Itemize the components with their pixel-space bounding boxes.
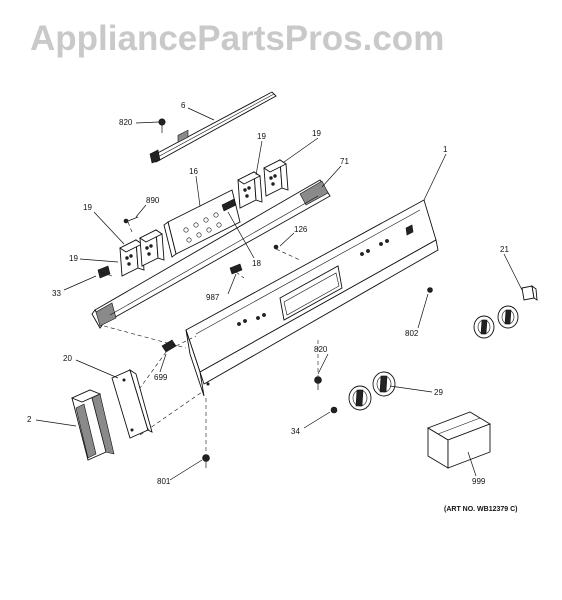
part-19-switch-right-b (263, 159, 289, 197)
label-part-6: 6 (181, 101, 186, 110)
label-part-802: 802 (405, 329, 419, 338)
label-part-2: 2 (27, 415, 32, 424)
label-part-890: 890 (146, 196, 160, 205)
watermark-text: AppliancePartsPros.com (30, 19, 444, 58)
part-6-trim-strip (149, 91, 277, 164)
leader-lines (35, 107, 523, 481)
part-number-labels: 6 820 19 19 16 71 890 19 19 1 126 18 33 … (27, 101, 509, 486)
label-part-33: 33 (52, 289, 61, 298)
label-part-801: 801 (157, 477, 171, 486)
label-part-21: 21 (500, 245, 509, 254)
part-33-clip (97, 265, 111, 279)
part-699-clip (161, 339, 177, 353)
part-2-end-cap (70, 389, 115, 461)
part-820-screw-top (158, 118, 166, 133)
label-part-699: 699 (154, 373, 168, 382)
label-part-16: 16 (189, 167, 198, 176)
label-part-20: 20 (63, 354, 72, 363)
label-part-987: 987 (206, 293, 220, 302)
label-part-29: 29 (434, 388, 443, 397)
label-part-19-d: 19 (69, 254, 78, 263)
part-820-screw-mid (314, 376, 322, 390)
label-part-126: 126 (294, 225, 308, 234)
part-20-bracket (111, 368, 153, 439)
part-890-screw (123, 216, 139, 224)
label-part-19-a: 19 (257, 132, 266, 141)
part-71-bracket (91, 179, 331, 329)
art-number-caption: (ART NO. WB12379 C) (444, 506, 518, 513)
label-part-71: 71 (340, 157, 349, 166)
label-part-19-b: 19 (312, 129, 321, 138)
part-1-control-panel (185, 199, 439, 397)
part-802-screw (427, 287, 433, 293)
label-part-820-mid: 820 (314, 345, 328, 354)
part-knob-pair-right (473, 305, 519, 339)
part-34-screw (330, 406, 338, 414)
part-126-screw (273, 244, 279, 250)
label-part-19-c: 19 (83, 203, 92, 212)
part-16-control-board (163, 129, 241, 258)
label-part-34: 34 (291, 427, 300, 436)
part-801-screw (202, 454, 210, 468)
part-987-clip (229, 263, 243, 275)
part-21-clip (521, 284, 538, 301)
label-part-18: 18 (252, 259, 261, 268)
part-29-knobs (348, 371, 396, 411)
part-999-box (426, 411, 492, 469)
assembly-lines (99, 221, 319, 454)
part-19-switch-right-a (237, 171, 263, 209)
label-part-1: 1 (443, 145, 448, 154)
label-part-820-top: 820 (119, 118, 133, 127)
part-19-switch-left-b (139, 229, 165, 267)
label-part-999: 999 (472, 477, 486, 486)
